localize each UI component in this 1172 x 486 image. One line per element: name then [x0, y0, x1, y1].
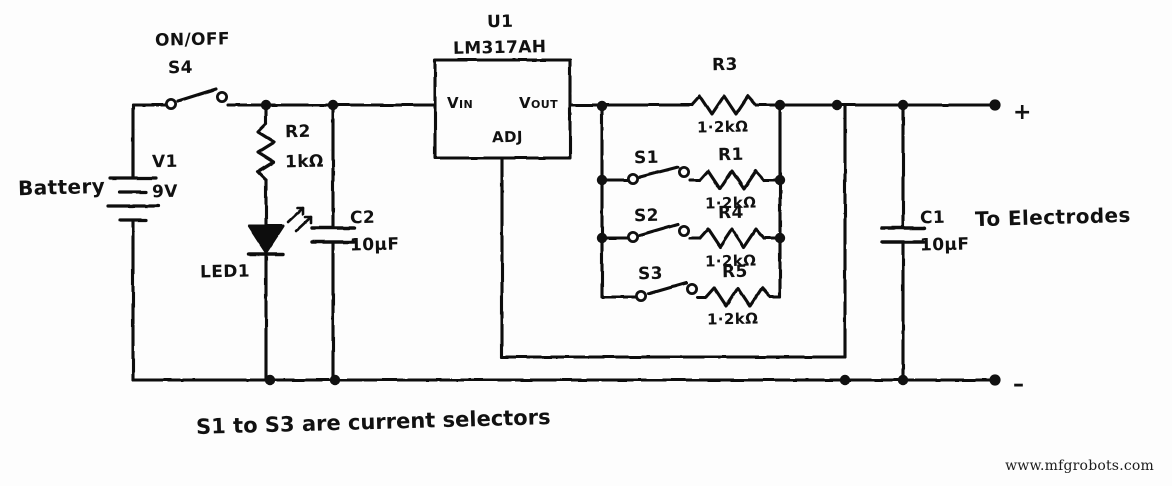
label-s3: S3 [637, 263, 664, 285]
label-onoff: ON/OFF [154, 29, 231, 51]
terminal-positive-label: + [1013, 100, 1032, 125]
label-r4-ref: R4 [717, 202, 744, 224]
switch-terminals [164, 91, 699, 302]
label-s1: S1 [633, 147, 660, 169]
switch-s2-blade [638, 222, 680, 237]
label-r3-value: 1·2kΩ [696, 117, 749, 137]
label-battery: Battery [17, 173, 106, 201]
switch-s1-blade [638, 165, 680, 179]
label-s4: S4 [167, 57, 194, 79]
label-u1-part: LM317AH [452, 37, 547, 59]
label-r2-value: 1kΩ [284, 151, 324, 173]
label-c1-ref: C1 [919, 207, 946, 229]
label-c2-ref: C2 [349, 207, 376, 229]
label-v1-ref: V1 [151, 151, 178, 173]
pin-vout-main: V [519, 94, 532, 112]
pin-vin-main: V [447, 94, 460, 112]
terminal-negative-label: – [1013, 372, 1025, 397]
resistor-r5-zigzag [704, 286, 772, 308]
label-led1: LED1 [199, 261, 251, 283]
label-r3-ref: R3 [711, 54, 738, 76]
label-u1-pin-adj: ADJ [491, 127, 524, 147]
label-c1-value: 10μF [919, 234, 970, 256]
pin-vout-sub: OUT [531, 98, 559, 111]
junction-dots [260, 99, 1001, 386]
resistor-r2-zigzag [256, 122, 276, 182]
site-watermark: www.mfgrobots.com [1005, 458, 1154, 474]
label-u1-ref: U1 [486, 11, 514, 33]
pin-vin-sub: IN [459, 98, 474, 111]
label-u1-pin-vout: VOUT [519, 94, 558, 112]
label-r5-ref: R5 [721, 261, 748, 283]
label-r2-ref: R2 [284, 121, 311, 143]
resistor-r4-zigzag [698, 227, 766, 249]
resistor-r3-zigzag [690, 94, 758, 116]
led1-triangle [247, 224, 285, 254]
label-s2: S2 [633, 205, 660, 227]
label-c2-value: 10μF [349, 234, 400, 256]
switch-s3-blade [646, 281, 688, 296]
label-u1-pin-vin: VIN [447, 94, 473, 112]
resistor-r1-zigzag [698, 169, 766, 191]
label-r5-value: 1·2kΩ [706, 309, 759, 329]
switch-s4-blade [176, 87, 218, 103]
label-to-electrodes: To Electrodes [974, 202, 1132, 232]
label-v1-value: 9V [151, 181, 178, 203]
label-r1-ref: R1 [717, 144, 744, 166]
